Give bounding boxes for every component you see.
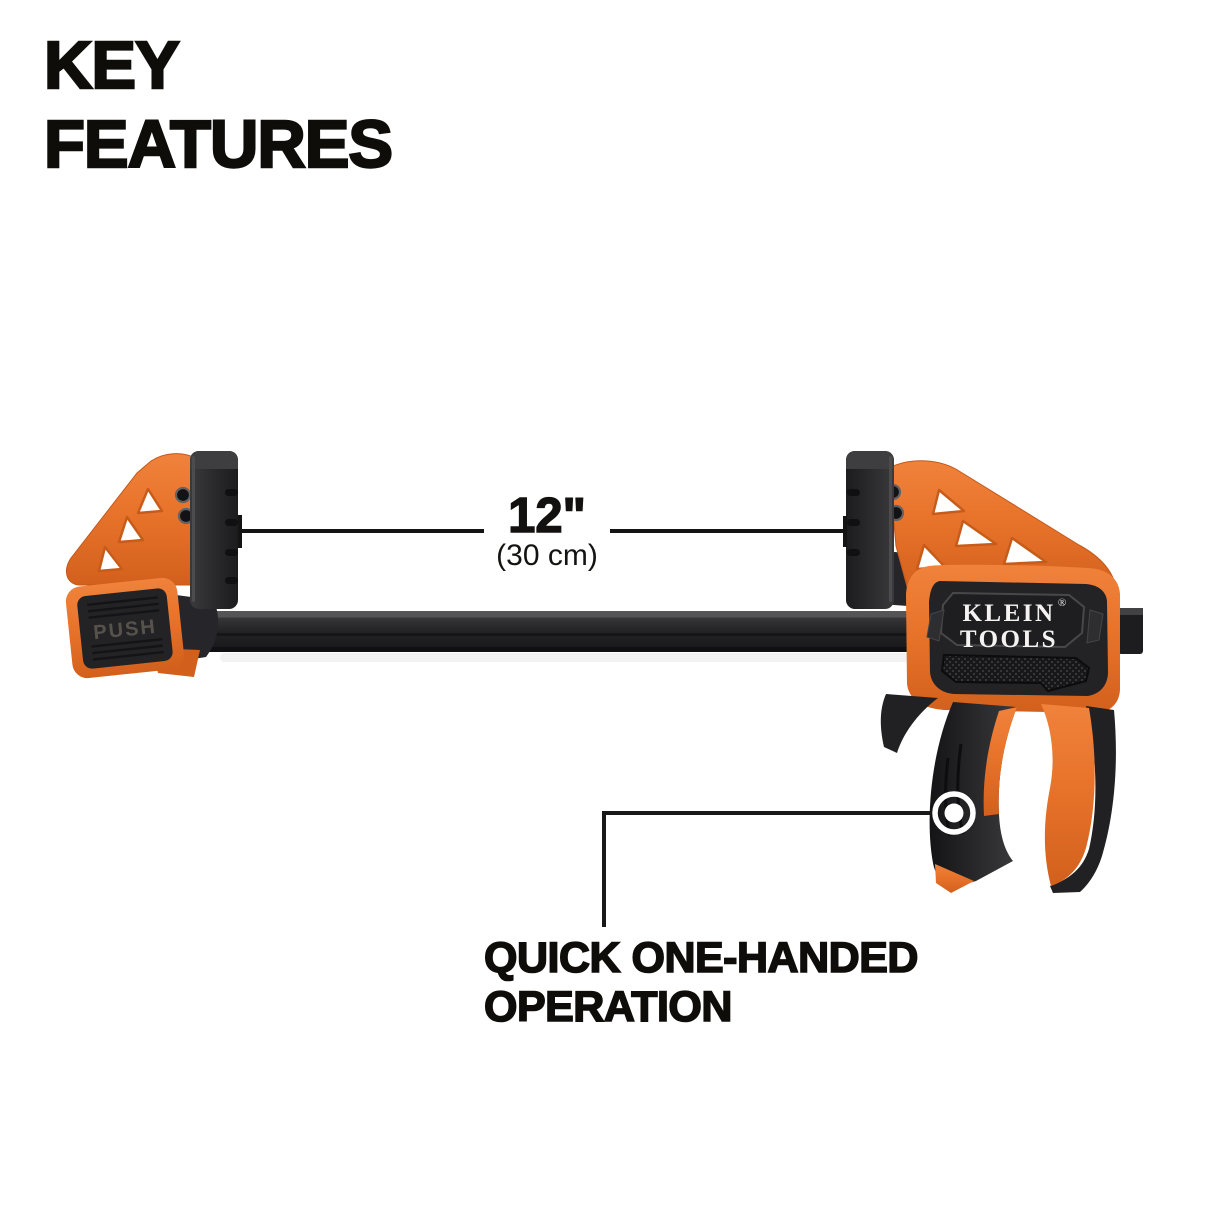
callout-marker-icon	[932, 791, 976, 835]
right-arm-cutouts	[915, 488, 1048, 571]
push-pad-ribs	[87, 596, 164, 661]
handle	[1041, 704, 1116, 893]
left-jaw-rivets	[174, 486, 195, 525]
dimension-value: 12"	[507, 489, 586, 543]
feature-callout-graphics	[602, 791, 976, 927]
trigger	[929, 702, 1017, 893]
release-lever	[880, 694, 938, 753]
brand-text-klein: KLEIN	[962, 600, 1055, 627]
right-jaw-pad	[846, 451, 894, 609]
left-jaw-assembly: PUSH	[65, 451, 238, 679]
clamp-body: KLEIN ® TOOLS	[906, 564, 1120, 713]
rail-shadow	[220, 653, 1100, 662]
push-pad: PUSH	[65, 577, 184, 679]
trigger-orange-edge	[983, 707, 1017, 816]
brand-plate-wing-left	[926, 609, 945, 642]
feature-label: QUICK ONE-HANDED OPERATION	[483, 933, 919, 1032]
right-jaw-assembly: KLEIN ® TOOLS	[846, 451, 1120, 893]
brand-registered-mark: ®	[1058, 597, 1066, 609]
trigger-tip	[935, 864, 974, 893]
grip-texture	[940, 653, 1091, 693]
brand-text-tools: TOOLS	[960, 626, 1058, 653]
dimension-metric: (30 cm)	[496, 539, 598, 572]
left-arm-cutouts	[97, 487, 164, 573]
callout-leader-line	[602, 811, 933, 927]
handle-black-strip	[1050, 706, 1116, 893]
left-jaw-catch	[176, 595, 219, 661]
page-title: KEY FEATURES	[43, 27, 395, 183]
handle-grip	[1041, 704, 1095, 886]
left-jaw-pad	[190, 451, 238, 609]
dimension-callout	[238, 515, 847, 548]
rail-end-stub	[1118, 608, 1143, 654]
brand-plate-wing-right	[1086, 609, 1104, 644]
